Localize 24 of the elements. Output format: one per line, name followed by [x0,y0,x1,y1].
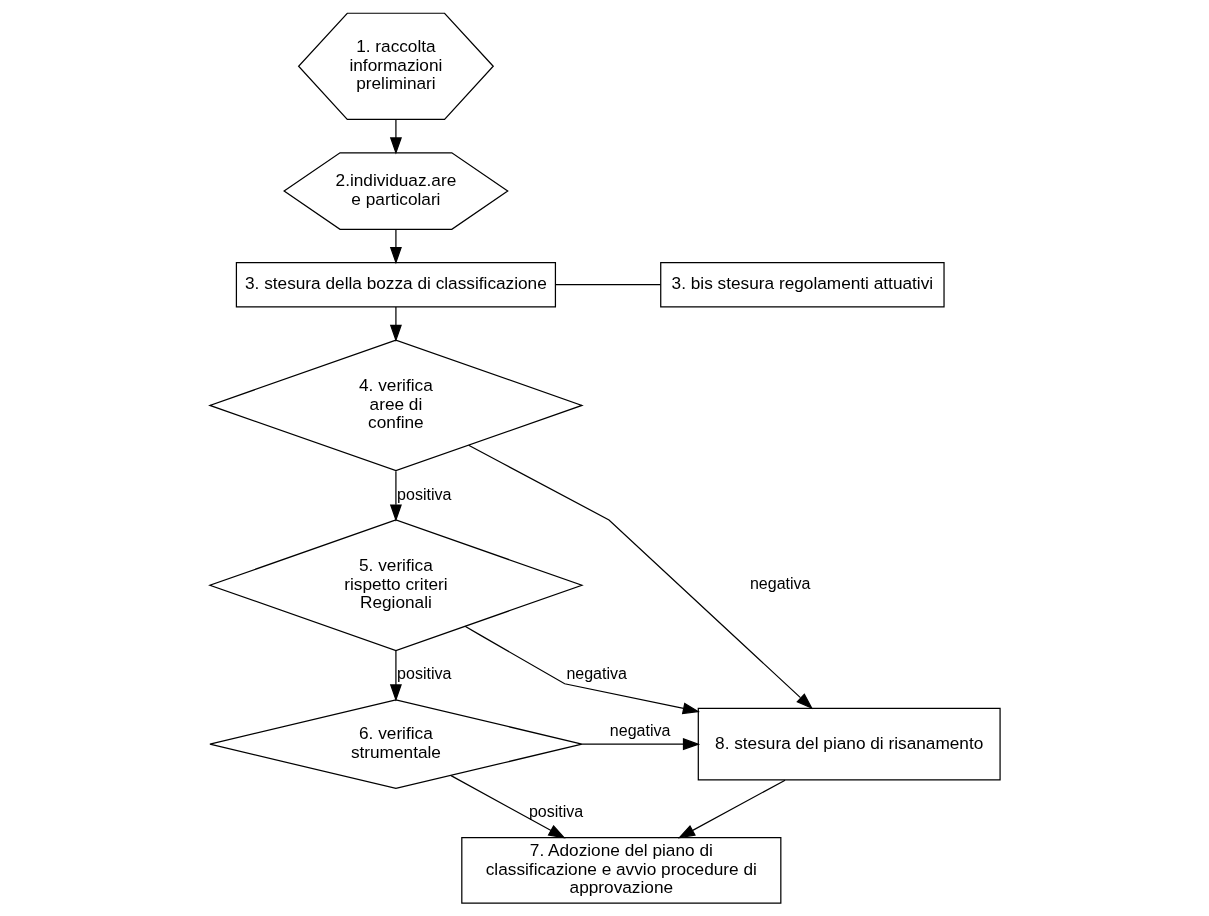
arrow [463,625,700,715]
arrow [467,444,813,710]
edge-label: positiva [396,665,451,683]
node-box: 7. Adozione del piano di classificazione e avvio procedure di approvazione [460,837,781,904]
arrow [449,775,566,839]
edge-label: positiva [528,803,583,821]
node-box: 3. stesura della bozza di classificazione [235,261,556,308]
node-box: 8. stesura del piano di risanamento [697,707,1001,781]
arrow [389,470,402,522]
node-diamond: 6. verifica strumentale [208,699,583,790]
arrow [580,738,700,751]
edge-label: positiva [396,485,451,503]
arrow [677,779,786,839]
arrow [389,649,402,702]
connector [554,284,661,286]
edge-label: negativa [609,722,670,739]
edge-label: negativa [565,665,627,683]
arrow [389,118,402,155]
node-box: 3. bis stesura regolamenti attuativi [659,261,945,308]
node-diamond: 5. verifica rispetto criteri Regionali [207,519,584,652]
arrow [389,306,402,342]
node-diamond: 4. verifica aree di confine [207,339,584,472]
arrow [389,228,402,265]
edge-label: negativa [749,575,810,593]
